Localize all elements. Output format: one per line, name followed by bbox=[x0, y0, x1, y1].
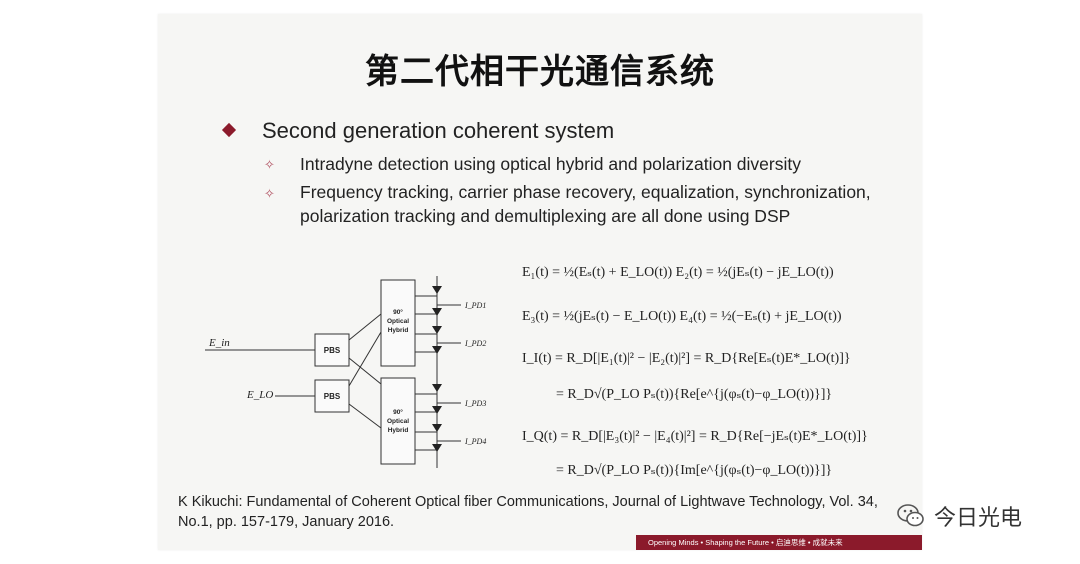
hybrid-label-bottom-3: Hybrid bbox=[388, 427, 409, 434]
sub-item-2: Frequency tracking, carrier phase recove… bbox=[300, 182, 871, 226]
hybrid-label-top-1: 90° bbox=[393, 308, 403, 316]
optical-hybrid-top bbox=[380, 279, 416, 367]
watermark-text: 今日光电 bbox=[934, 506, 1023, 531]
equation-iq-cont: = R_D√(P_LO Pₛ(t)){Im[e^{j(φₛ(t)−φ_LO(t)… bbox=[556, 463, 833, 478]
equation-iq: I_Q(t) = R_D[|E₃(t)|² − |E₄(t)|²] = R_D{… bbox=[522, 429, 868, 444]
equation-e1-e2: E₁(t) = ½(Eₛ(t) + E_LO(t)) E₂(t) = ½(jEₛ… bbox=[522, 265, 834, 280]
watermark: 今日光电 bbox=[896, 500, 1022, 532]
sub-item-1: Intradyne detection using optical hybrid… bbox=[300, 154, 801, 174]
hybrid-label-bottom-1: 90° bbox=[393, 408, 403, 416]
optical-hybrid-bottom bbox=[380, 377, 416, 465]
equation-e3-e4: E₃(t) = ½(jEₛ(t) − E_LO(t)) E₄(t) = ½(−E… bbox=[522, 309, 842, 324]
bullet-diamond-icon bbox=[221, 122, 237, 138]
slide: 第二代相干光通信系统 Second generation coherent sy… bbox=[158, 14, 922, 550]
hybrid-label-top-3: Hybrid bbox=[388, 327, 409, 334]
current-label-3: I_PD3 bbox=[464, 399, 486, 408]
equation-ii: I_I(t) = R_D[|E₁(t)|² − |E₂(t)|²] = R_D{… bbox=[522, 351, 851, 366]
hybrid-label-bottom-2: Optical bbox=[387, 418, 409, 425]
footer-banner: Opening Minds • Shaping the Future • 启迪思… bbox=[636, 535, 922, 550]
slide-title: 第二代相干光通信系统 bbox=[365, 52, 715, 92]
current-label-4: I_PD4 bbox=[464, 437, 486, 446]
current-label-1: I_PD1 bbox=[464, 301, 486, 310]
hybrid-label-top-2: Optical bbox=[387, 318, 409, 325]
pbs-label-top: PBS bbox=[324, 346, 341, 355]
pbs-box-top bbox=[314, 333, 350, 367]
receiver-diagram: E_in E_LO I_PD1 I_PD2 I_PD3 I_PD4 PBS PB… bbox=[205, 276, 486, 468]
wechat-icon bbox=[897, 504, 924, 527]
main-bullet: Second generation coherent system bbox=[262, 118, 615, 143]
signal-input-label: E_in bbox=[208, 337, 230, 349]
citation: K Kikuchi: Fundamental of Coherent Optic… bbox=[178, 494, 878, 530]
sub-bullet-icon: ✧ bbox=[264, 157, 275, 172]
sub-bullet-icon: ✧ bbox=[264, 186, 275, 201]
pbs-label-bottom: PBS bbox=[324, 392, 341, 401]
current-label-2: I_PD2 bbox=[464, 339, 486, 348]
pbs-box-bottom bbox=[314, 379, 350, 413]
lo-input-label: E_LO bbox=[246, 389, 273, 401]
photodiode-icon bbox=[432, 286, 442, 452]
equation-ii-cont: = R_D√(P_LO Pₛ(t)){Re[e^{j(φₛ(t)−φ_LO(t)… bbox=[556, 387, 833, 402]
